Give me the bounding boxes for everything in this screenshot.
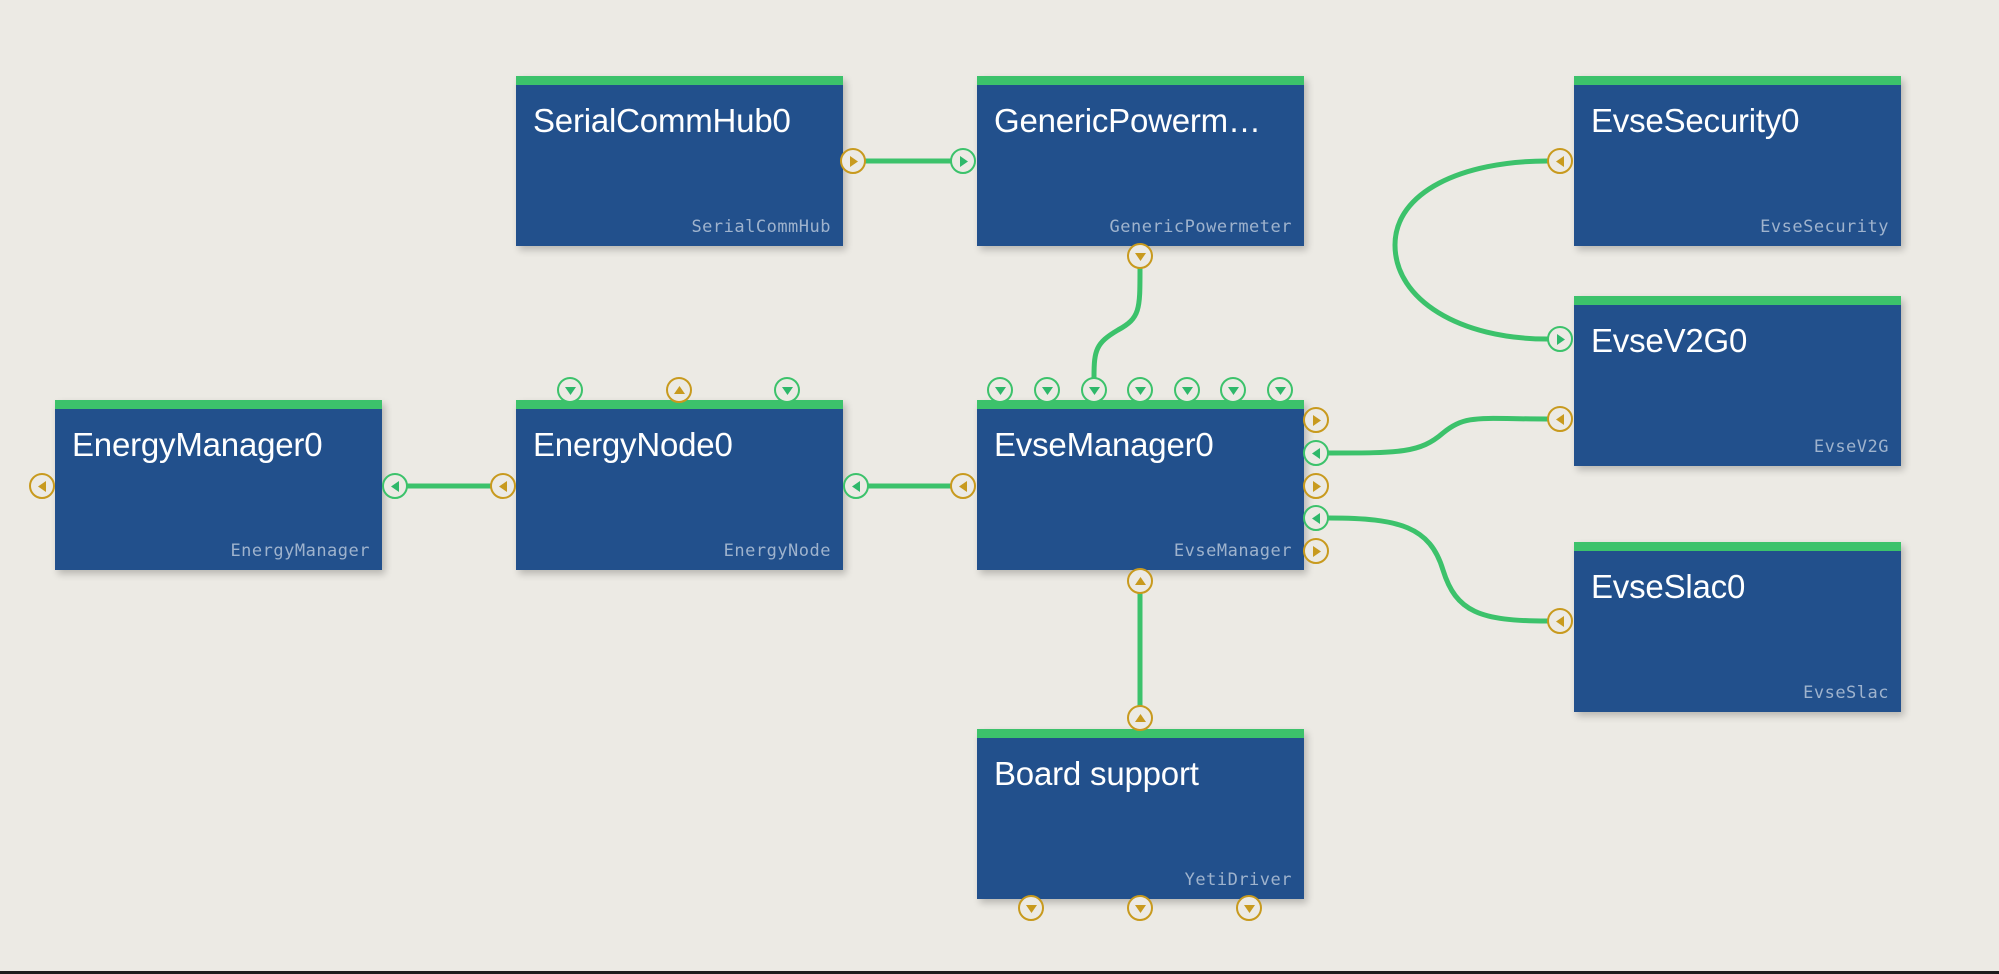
arrow-right-icon — [1305, 475, 1327, 497]
node-title: GenericPowerm… — [994, 102, 1261, 139]
arrow-down-icon — [559, 379, 581, 401]
boardsupport0-port-bottom-1-port[interactable] — [1018, 895, 1044, 921]
evsemanager0-port-right-4-port[interactable] — [1303, 505, 1329, 531]
arrow-right-icon — [1549, 328, 1571, 350]
arrow-down-icon — [1129, 245, 1151, 267]
arrow-right-icon — [952, 150, 974, 172]
energynode0-port-top-1-port[interactable] — [557, 377, 583, 403]
arrow-down-icon — [1020, 897, 1042, 919]
serialcommhub0-output-right-port[interactable] — [840, 148, 866, 174]
node-subtitle: EnergyManager — [230, 541, 370, 561]
arrow-left-icon — [845, 475, 867, 497]
edge-powermeter-to-evsemanager[interactable] — [1091, 266, 1143, 380]
arrow-down-icon — [1129, 897, 1151, 919]
node-subtitle: EvseManager — [1173, 541, 1292, 561]
arrow-down-icon — [989, 379, 1011, 401]
evsemanager0-port-bottom-port[interactable] — [1127, 568, 1153, 594]
node-subtitle: SerialCommHub — [691, 217, 831, 237]
arrow-left-icon — [1305, 442, 1327, 464]
evsemanager0-port-top-1-port[interactable] — [987, 377, 1013, 403]
node-title: SerialCommHub0 — [533, 102, 791, 139]
genericpowermeter0-input-left-port[interactable] — [950, 148, 976, 174]
node-subtitle: EvseSecurity — [1760, 217, 1889, 237]
node-title: Board support — [994, 755, 1199, 792]
energynode0-output-right-port[interactable] — [843, 473, 869, 499]
arrow-left-icon — [492, 475, 514, 497]
arrow-left-icon — [31, 475, 53, 497]
evsemanager0-port-top-5-port[interactable] — [1174, 377, 1200, 403]
arrow-left-icon — [1549, 408, 1571, 430]
edge-evsemanager-to-evseslac[interactable] — [1326, 515, 1550, 624]
boardsupport0-port-bottom-2-port[interactable] — [1127, 895, 1153, 921]
arrow-down-icon — [1129, 379, 1151, 401]
evsemanager0-input-left-port[interactable] — [950, 473, 976, 499]
energynode0-port-top-2-port[interactable] — [666, 377, 692, 403]
genericpowermeter0-output-bottom-port[interactable] — [1127, 243, 1153, 269]
arrow-down-icon — [776, 379, 798, 401]
arrow-down-icon — [1083, 379, 1105, 401]
arrow-up-icon — [668, 379, 690, 401]
arrow-down-icon — [1238, 897, 1260, 919]
arrow-down-icon — [1036, 379, 1058, 401]
node-title: EnergyManager0 — [72, 426, 323, 463]
evsemanager0-port-right-3-port[interactable] — [1303, 473, 1329, 499]
node-subtitle: EvseV2G — [1813, 437, 1889, 457]
node-subtitle: GenericPowermeter — [1109, 217, 1292, 237]
evsemanager0-port-top-4-port[interactable] — [1127, 377, 1153, 403]
node-subtitle: EvseSlac — [1803, 683, 1889, 703]
evsemanager0-port-right-5-port[interactable] — [1303, 538, 1329, 564]
node-genericpowermeter0[interactable]: GenericPowerm… GenericPowermeter — [977, 76, 1304, 246]
arrow-down-icon — [1176, 379, 1198, 401]
evseslac0-input-left-port[interactable] — [1547, 608, 1573, 634]
arrow-right-icon — [1305, 409, 1327, 431]
node-subtitle: YetiDriver — [1184, 870, 1292, 890]
arrow-right-icon — [1305, 540, 1327, 562]
energynode0-port-top-3-port[interactable] — [774, 377, 800, 403]
evsesecurity0-input-left-port[interactable] — [1547, 148, 1573, 174]
energymanager0-input-left-port[interactable] — [29, 473, 55, 499]
node-subtitle: EnergyNode — [723, 541, 831, 561]
evsemanager0-port-top-7-port[interactable] — [1267, 377, 1293, 403]
energynode0-input-left-port[interactable] — [490, 473, 516, 499]
evsemanager0-port-right-1-port[interactable] — [1303, 407, 1329, 433]
arrow-left-icon — [952, 475, 974, 497]
node-title: EvseManager0 — [994, 426, 1214, 463]
evsemanager0-port-top-6-port[interactable] — [1220, 377, 1246, 403]
node-title: EvseSecurity0 — [1591, 102, 1800, 139]
evsemanager0-port-top-3-port[interactable] — [1081, 377, 1107, 403]
edge-evsev2g-to-evsesecurity[interactable] — [1392, 158, 1550, 342]
boardsupport0-port-bottom-3-port[interactable] — [1236, 895, 1262, 921]
node-title: EvseV2G0 — [1591, 322, 1748, 359]
evsev2g0-output-left-top-port[interactable] — [1547, 326, 1573, 352]
arrow-left-icon — [1549, 150, 1571, 172]
evsev2g0-input-left-bottom-port[interactable] — [1547, 406, 1573, 432]
arrow-left-icon — [384, 475, 406, 497]
energymanager0-output-right-port[interactable] — [382, 473, 408, 499]
node-title: EnergyNode0 — [533, 426, 733, 463]
arrow-up-icon — [1129, 707, 1151, 729]
boardsupport0-port-top-port[interactable] — [1127, 705, 1153, 731]
arrow-right-icon — [842, 150, 864, 172]
node-title: EvseSlac0 — [1591, 568, 1746, 605]
evsemanager0-port-top-2-port[interactable] — [1034, 377, 1060, 403]
edge-evsemanager-to-evsev2g[interactable] — [1326, 415, 1550, 456]
arrow-up-icon — [1129, 570, 1151, 592]
arrow-left-icon — [1305, 507, 1327, 529]
arrow-left-icon — [1549, 610, 1571, 632]
arrow-down-icon — [1222, 379, 1244, 401]
arrow-down-icon — [1269, 379, 1291, 401]
evsemanager0-port-right-2-port[interactable] — [1303, 440, 1329, 466]
